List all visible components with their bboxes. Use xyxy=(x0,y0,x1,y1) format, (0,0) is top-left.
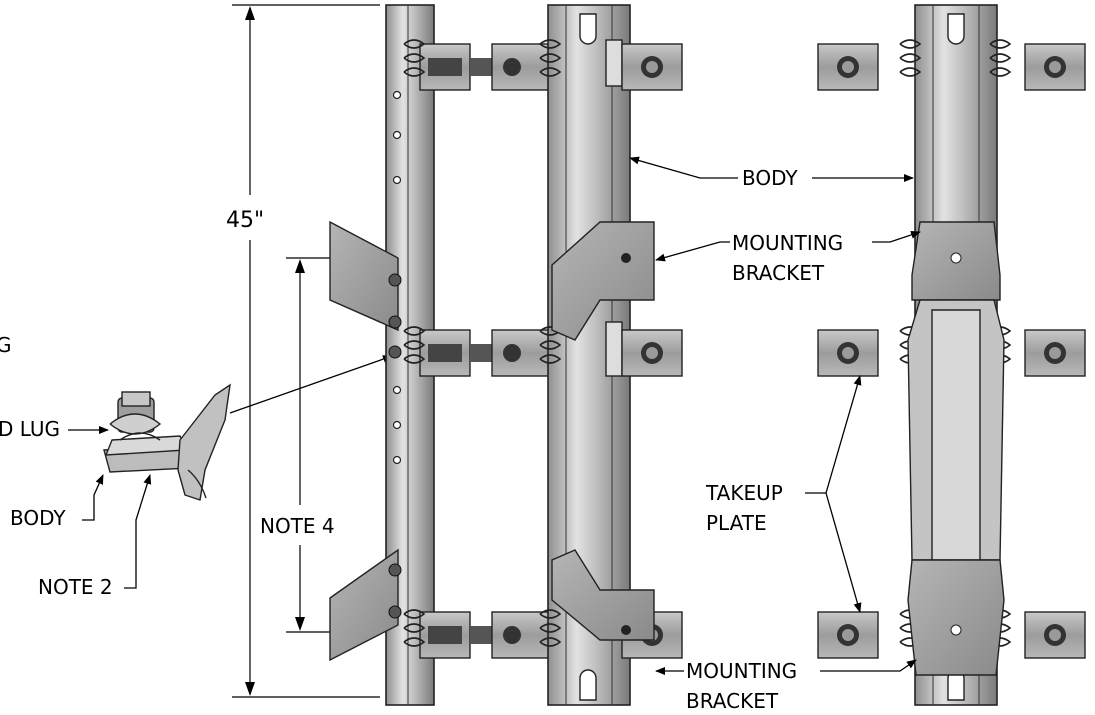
side-view xyxy=(329,4,553,706)
dimension-45 xyxy=(232,4,380,698)
mounting-bracket-top-label-2: BRACKET xyxy=(732,261,825,285)
takeup-plate-label-1: TAKEUP xyxy=(705,481,783,505)
dimension-note-4 xyxy=(286,257,330,633)
mounting-bracket-bottom-label-1: MOUNTING xyxy=(686,659,797,683)
lug-detail xyxy=(103,383,231,501)
mounting-bracket-bottom-label-2: BRACKET xyxy=(686,689,779,713)
body-left-label: BODY xyxy=(10,506,66,530)
mounting-bracket-top-label-1: MOUNTING xyxy=(732,231,843,255)
g-partial-label: G xyxy=(0,333,12,357)
note-4-label: NOTE 4 xyxy=(260,514,335,538)
takeup-plate-label-2: PLATE xyxy=(706,511,767,535)
front-view xyxy=(539,4,683,706)
body-center-label: BODY xyxy=(742,166,798,190)
lug-partial-label: D LUG xyxy=(0,417,60,441)
note-2-label: NOTE 2 xyxy=(38,575,113,599)
back-view xyxy=(817,4,1086,706)
dimension-45-label: 45" xyxy=(226,208,264,233)
